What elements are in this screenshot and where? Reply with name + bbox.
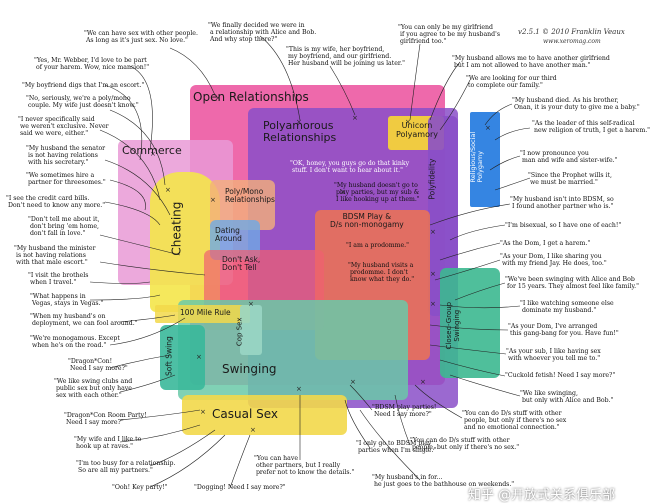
quote: "We finally decided we were in a relatio… [208,22,317,44]
quote: "My husband died. As his brother, Onan, … [512,97,640,112]
quote: "I only go to BDSM play parties when I'm… [356,440,437,455]
quote: "As your sub, I like having sex with who… [506,348,601,363]
marker: × [296,118,302,126]
label-open-relationships: Open Relationships [193,90,309,104]
marker: × [165,186,171,194]
quote: "My husband's in for... he just goes to … [372,474,515,489]
quote: "Ooh! Key party!" [112,484,168,491]
quote: "My husband the senator is not having re… [26,145,106,167]
marker: × [420,378,426,386]
label-unicorn: Unicorn Polyamory [396,121,439,139]
marker: × [210,196,216,204]
quote: "I like watching someone else dominate m… [520,300,614,315]
quote: "Cuckold fetish! Need I say more?" [505,372,616,379]
quote: "My husband visits a prodomme. I don't k… [348,262,415,284]
quote: "Dogging! Need I say more?" [194,484,286,491]
label-polyamorous: Polyamorous Relationships [263,119,337,145]
label-bdsm: BDSM Play & D/s non-monogamy [330,212,404,230]
credit-line2: www.xeromag.com [543,38,601,45]
marker: × [352,114,358,122]
marker: × [150,150,156,158]
label-swinging: Swinging [222,362,277,376]
quote: "I'm bisexual, so I have one of each!" [505,222,622,229]
quote: "Dragon*Con! Need I say more?" [68,358,128,373]
quote: "As the Dom, I get a harem." [500,240,591,247]
region-closed-group [440,268,500,378]
quote: "I visit the brothels when I travel." [28,272,89,287]
marker: × [430,270,436,278]
quote: "We've been swinging with Alice and Bob … [505,276,639,291]
region-hundred-mile [155,305,250,323]
quote: "I now pronounce you man and wife and si… [520,150,618,165]
quote: "You can do D/s stuff with other people,… [462,410,567,432]
label-dont-ask: Don't Ask, Don't Tell [222,255,261,273]
region-cop-sex [240,305,262,355]
region-casual-sex [182,395,347,435]
quote: "My husband doesn't go to play parties, … [334,182,420,204]
marker: × [250,426,256,434]
quote: "We're monogamous. Except when he's on t… [30,335,120,350]
quote: "As the leader of this self-radical new … [532,120,651,135]
quote: "My boyfriend digs that I'm an escort." [22,82,145,89]
quote: "This is my wife, her boyfriend, my boyf… [286,46,405,68]
label-casual-sex: Casual Sex [212,407,278,421]
quote: "We like swing clubs and public sex but … [54,378,133,400]
label-poly-mono: Poly/Mono Relationships [225,187,275,205]
quote: "OK, honey, you guys go do that kinky st… [290,160,410,175]
quote: "Since the Prophet wills it, we must be … [528,172,612,187]
region-religious [470,112,500,207]
marker: × [485,124,491,132]
marker: × [200,408,206,416]
quote: "We are looking for our third to complet… [466,75,557,90]
marker: × [430,228,436,236]
quote: "What happens in Vegas, stays in Vegas." [30,293,104,308]
quote: "We like swinging, but only with Alice a… [520,390,614,405]
credit-line1: v2.5.1 © 2010 Franklin Veaux [518,28,625,36]
label-hundred-mile: 100 Mile Rule [180,308,231,317]
quote: "No, seriously, we're a poly/mono couple… [26,95,139,110]
quote: "Don't tell me about it, don't bring 'em… [28,216,100,238]
quote: "You can have other partners, but I real… [254,455,355,477]
watermark: 知乎 @开放式关系俱乐部 [468,488,616,503]
quote: "My husband the minister is not having r… [14,245,96,267]
quote: "My husband isn't into BDSM, so I found … [510,196,614,211]
label-dating: Dating Around [215,226,242,244]
quote: "My husband allows me to have another gi… [452,55,610,70]
quote: "Dragon*Con Room Party! Need I say more?… [64,412,147,427]
quote: "As your Dom, I've arranged this gang-ba… [508,323,619,338]
quote: "As your Dom, I like sharing you with my… [500,253,607,268]
quote: "We can have sex with other people. As l… [84,30,198,45]
label-commerce: Commerce [122,144,182,157]
quote: "I am a prodomme." [346,242,409,249]
marker: × [248,300,254,308]
marker: × [405,118,411,126]
quote: "BDSM play parties! Need I say more?" [372,404,437,419]
quote: "I never specifically said we weren't ex… [18,116,109,138]
quote: "When my husband's on deployment, we can… [30,313,138,328]
region-soft-swing [160,325,205,390]
marker: × [350,378,356,386]
marker: × [196,353,202,361]
marker: × [430,300,436,308]
marker: × [215,94,221,102]
quote: "I see the credit card bills. Don't need… [6,195,106,210]
marker: × [296,385,302,393]
quote: "We sometimes hire a partner for threeso… [26,172,106,187]
marker: × [340,188,346,196]
quote: "You can do D/s stuff with other people,… [410,437,520,452]
quote: "You can only be my girlfriend if you ag… [398,24,500,46]
